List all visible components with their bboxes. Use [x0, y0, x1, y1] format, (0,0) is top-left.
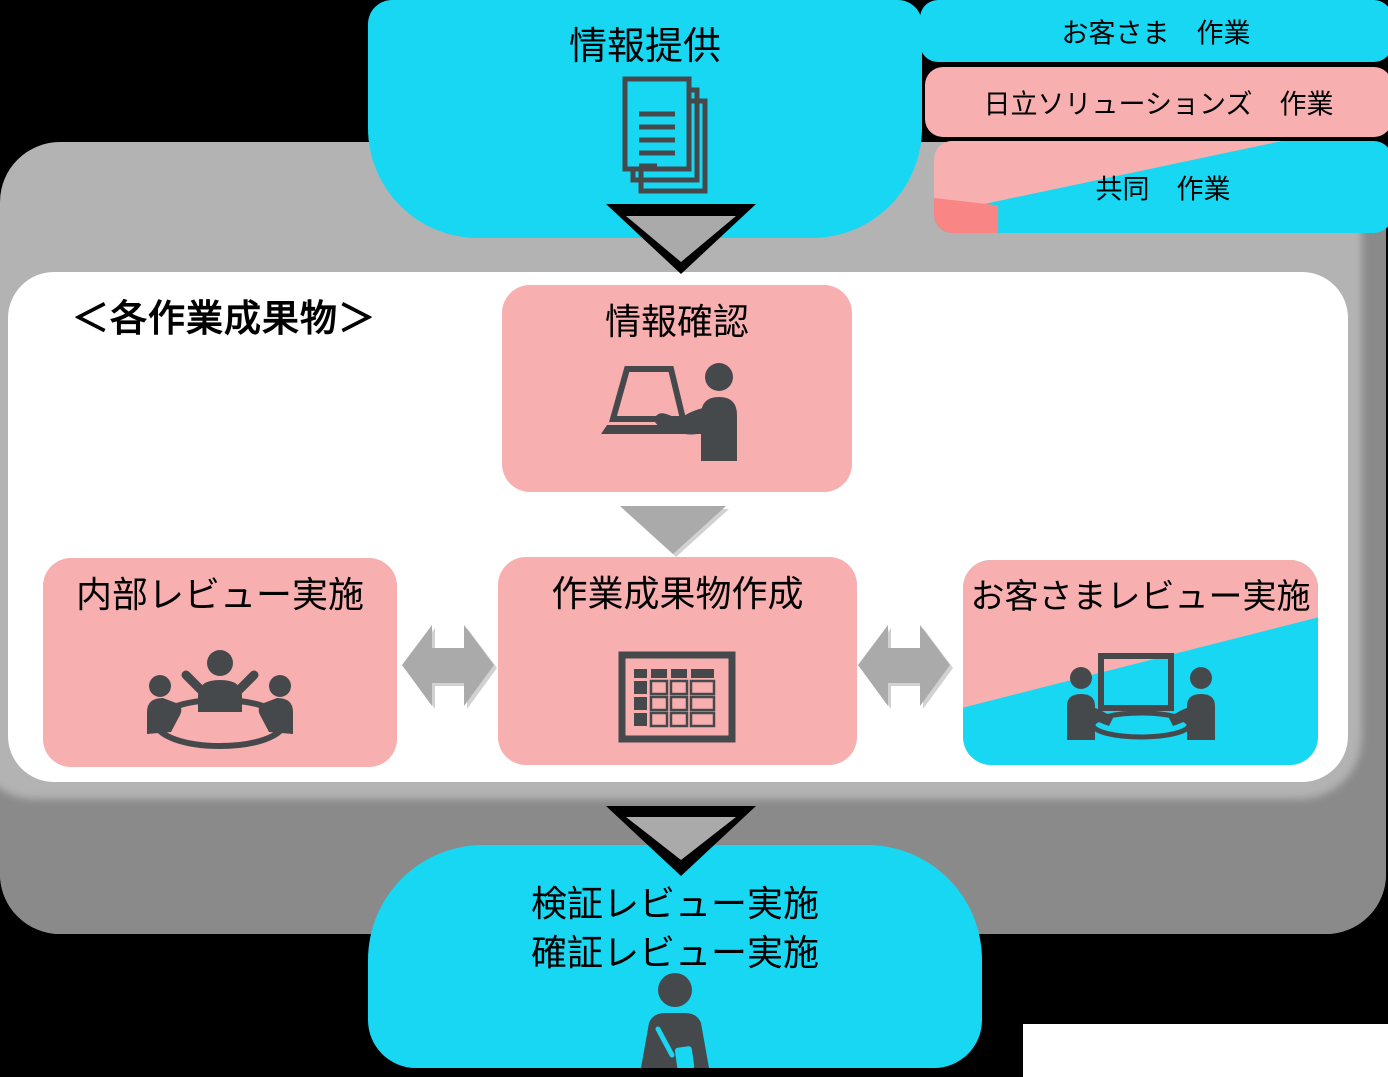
verification-review-line2: 確証レビュー実施: [530, 932, 819, 973]
node-information-confirm: 情報確認: [502, 285, 852, 492]
legend-item-joint: 共同 作業: [934, 141, 1388, 233]
node-create-deliverable: 作業成果物作成: [498, 557, 857, 765]
node-internal-review: 内部レビュー実施: [43, 558, 397, 767]
down-arrow-icon: [606, 806, 756, 876]
left-right-arrow-icon: [402, 625, 494, 706]
node-customer-review-label: お客さまレビュー実施: [970, 578, 1311, 616]
node-internal-review-label: 内部レビュー実施: [75, 574, 364, 615]
document-stack-icon: [622, 76, 708, 194]
node-information-confirm-label: 情報確認: [604, 301, 749, 342]
node-customer-review: お客さまレビュー実施: [963, 560, 1318, 765]
legend-item-hitachi-solutions: 日立ソリューションズ 作業: [925, 67, 1388, 137]
node-verification-review: 検証レビュー実施 確証レビュー実施: [368, 845, 982, 1068]
deliverables-heading: ＜各作業成果物＞: [72, 298, 376, 339]
legend-item-customer-label: お客さま 作業: [1061, 18, 1251, 49]
node-information-provide-label: 情報提供: [568, 26, 721, 68]
node-information-provide: 情報提供: [368, 0, 922, 238]
person-laptop-icon: [601, 363, 737, 461]
node-verification-review-label: 検証レビュー実施 確証レビュー実施: [368, 879, 982, 977]
down-arrow-icon: [606, 204, 756, 274]
legend-item-customer: お客さま 作業: [920, 0, 1388, 62]
spreadsheet-icon: [618, 651, 736, 743]
left-right-arrow-icon: [858, 625, 950, 706]
legend-item-hitachi-solutions-label: 日立ソリューションズ 作業: [983, 89, 1334, 120]
verification-review-line1: 検証レビュー実施: [530, 883, 819, 924]
down-arrow-icon: [620, 506, 726, 554]
screen-meeting-icon: [1067, 653, 1215, 740]
node-create-deliverable-label: 作業成果物作成: [551, 573, 804, 614]
meeting-table-icon: [147, 650, 293, 749]
background-white-patch: [1023, 1024, 1388, 1077]
person-writing-icon: [641, 973, 709, 1068]
legend-item-joint-label: 共同 作業: [1095, 174, 1231, 205]
